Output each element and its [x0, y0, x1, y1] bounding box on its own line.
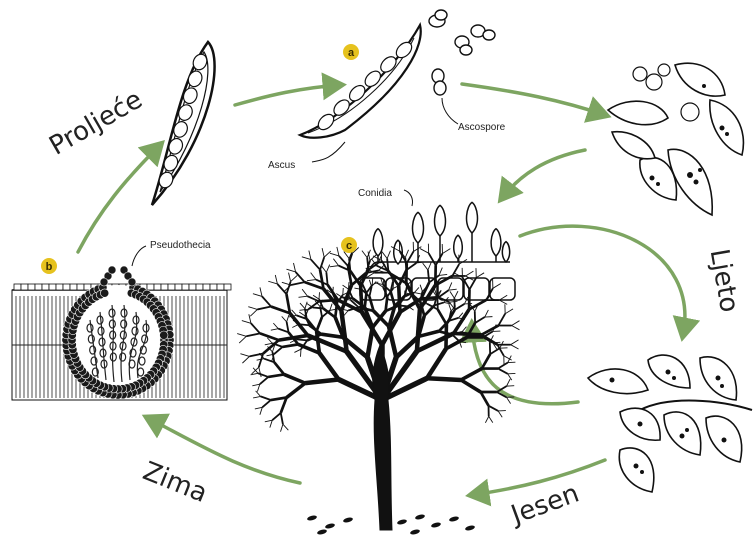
stage-badge-b: b: [41, 258, 57, 274]
stage-badge-c: c: [341, 237, 357, 253]
season-summer: Ljeto: [704, 247, 745, 315]
season-winter: Zima: [139, 456, 212, 509]
arrow-autumn-to-tree: [472, 460, 605, 495]
arrow-pseudothecia-to-ascus: [78, 145, 160, 252]
svg-text:a: a: [348, 47, 355, 59]
svg-text:b: b: [46, 261, 53, 273]
arrow-ascus-to-open-ascus: [235, 85, 340, 105]
arrow-ascospore-to-leaves: [462, 84, 605, 115]
label-ascospore: Ascospore: [458, 122, 506, 133]
label-pseudothecia: Pseudothecia: [150, 240, 211, 251]
stage-badge-a: a: [343, 44, 359, 60]
label-ascus: Ascus: [268, 160, 295, 171]
label-conidia: Conidia: [358, 188, 392, 199]
svg-text:c: c: [346, 240, 352, 252]
arrow-conidia-to-summer-leaves: [520, 226, 685, 335]
summer-leaves-illustration: [588, 355, 752, 492]
arrow-leaves-to-conidia: [502, 150, 585, 198]
season-spring: Proljeće: [44, 85, 147, 162]
pseudothecium-illustration: [12, 266, 231, 400]
spring-leaves-illustration: [608, 63, 743, 215]
closed-ascus-illustration: [152, 42, 215, 205]
